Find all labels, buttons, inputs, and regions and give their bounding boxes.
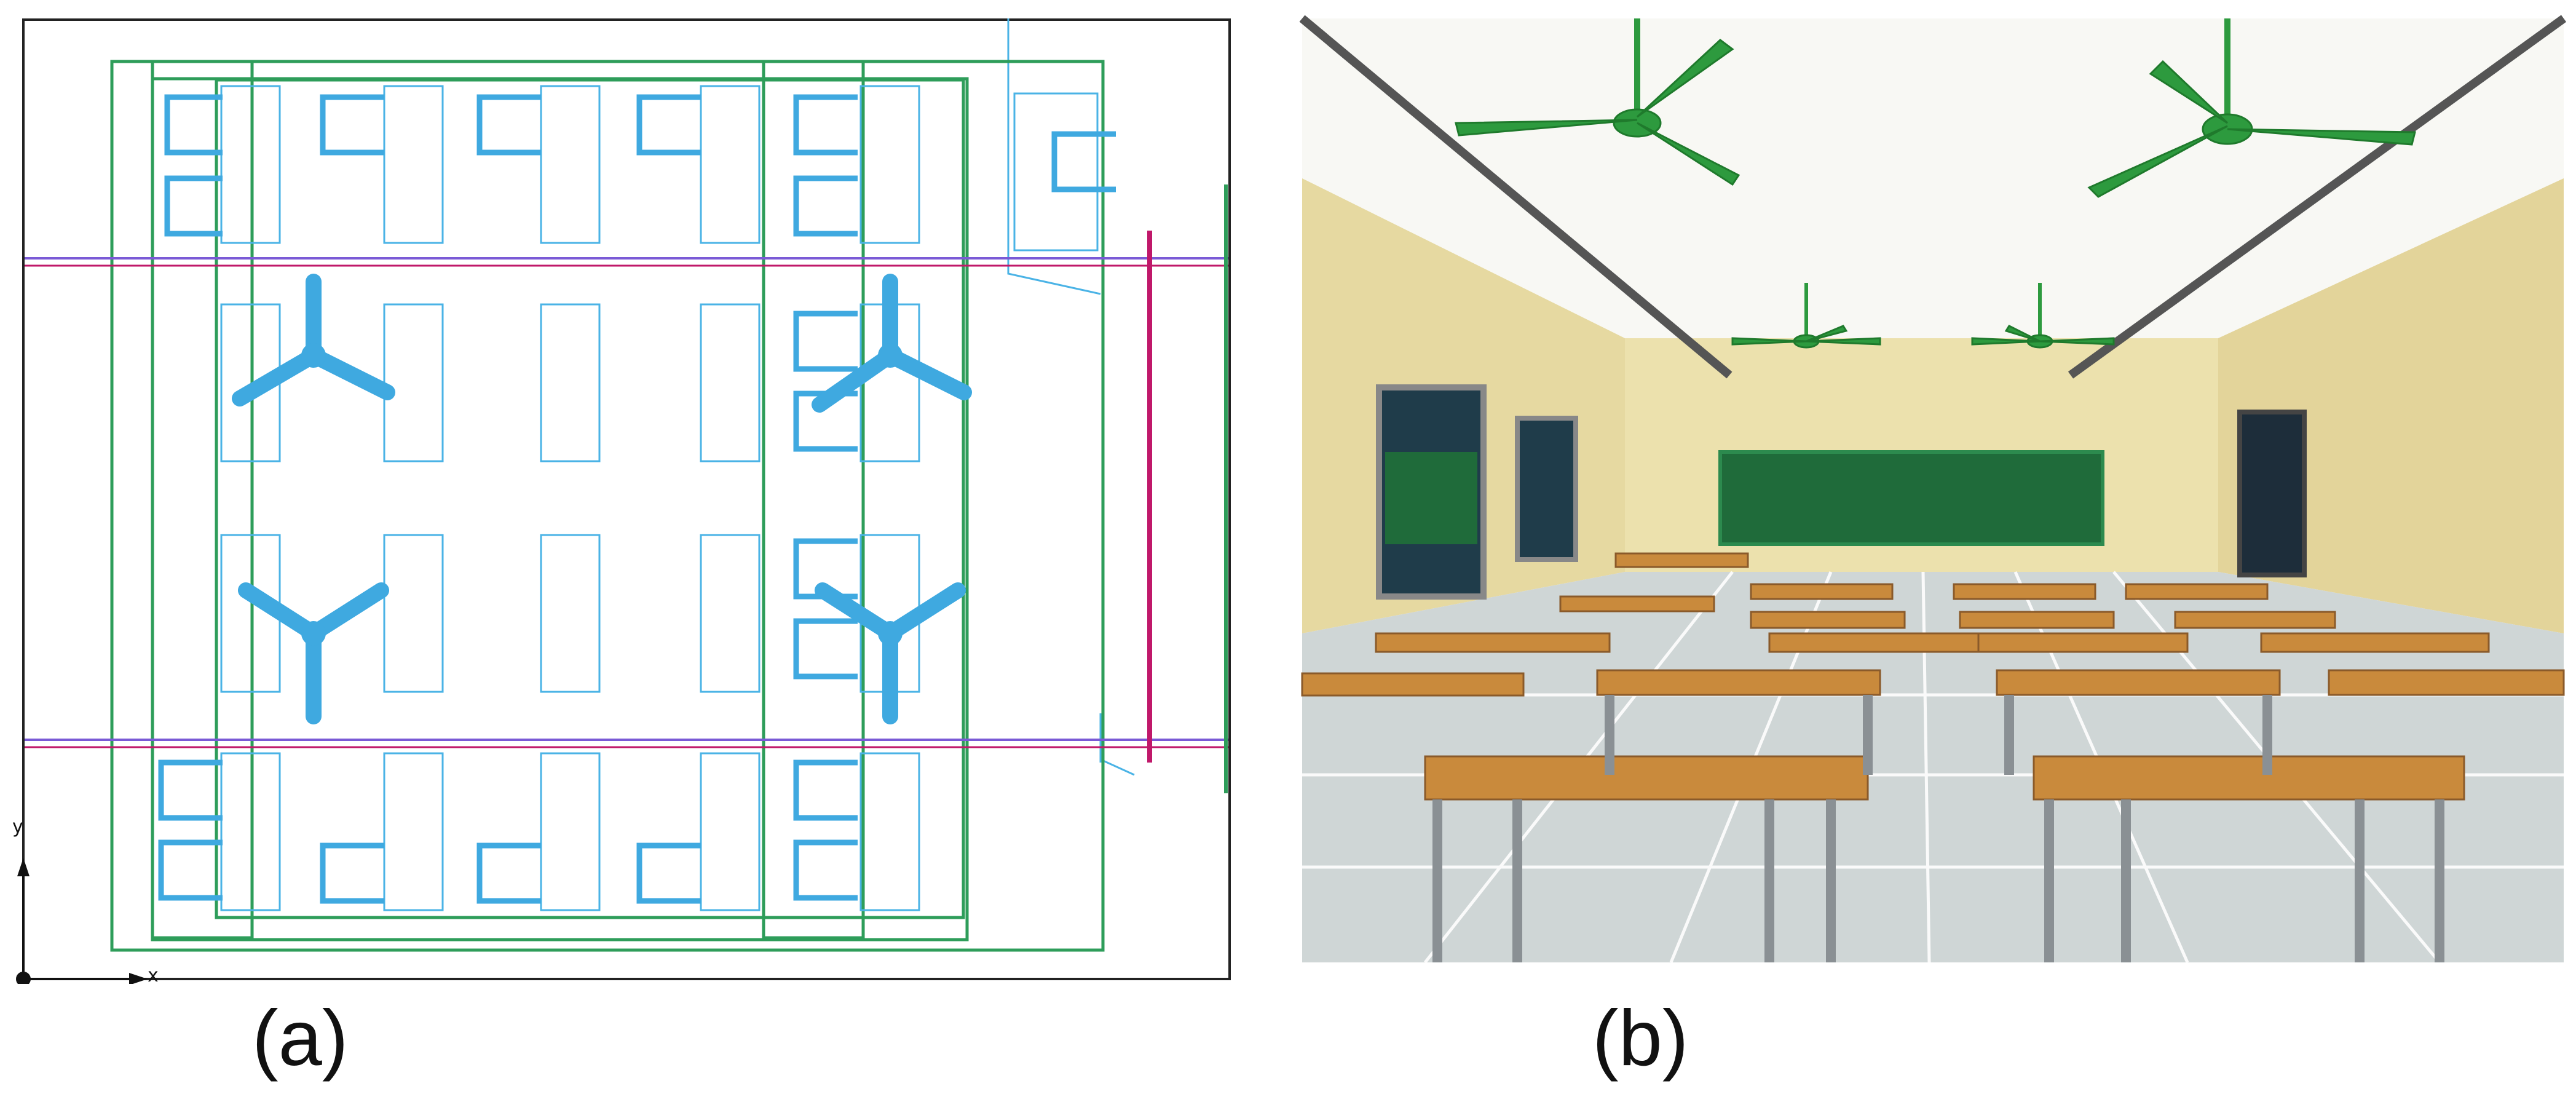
chair-icons — [158, 94, 1116, 904]
beam-lines — [25, 184, 1228, 793]
window-board-reflection — [1385, 452, 1477, 544]
axis-x-label: x — [148, 965, 159, 986]
ceiling-fan-icon — [1455, 18, 2416, 349]
desk-legs — [1432, 695, 2444, 962]
window — [1515, 416, 1578, 562]
desk-icon — [1301, 552, 2565, 801]
chalkboard — [1718, 450, 2104, 546]
panel-caption-a: (a) — [252, 994, 349, 1082]
ceiling — [1302, 18, 2564, 338]
light-strip-right — [2068, 15, 2567, 379]
door-outline-lower — [1099, 713, 1135, 776]
axis-y-label: y — [12, 816, 23, 838]
door — [2237, 410, 2307, 577]
plan-view-drawing — [16, 18, 1231, 984]
room-outline — [22, 18, 1231, 980]
classroom-render — [1299, 15, 2567, 964]
panel-caption-b: (b) — [1592, 994, 1689, 1082]
ceiling-fan-icon — [232, 274, 972, 724]
desk-group — [220, 85, 1099, 911]
zone-rectangles — [110, 60, 1105, 952]
light-strip-left — [1299, 15, 1732, 379]
axis-indicator — [16, 858, 148, 984]
